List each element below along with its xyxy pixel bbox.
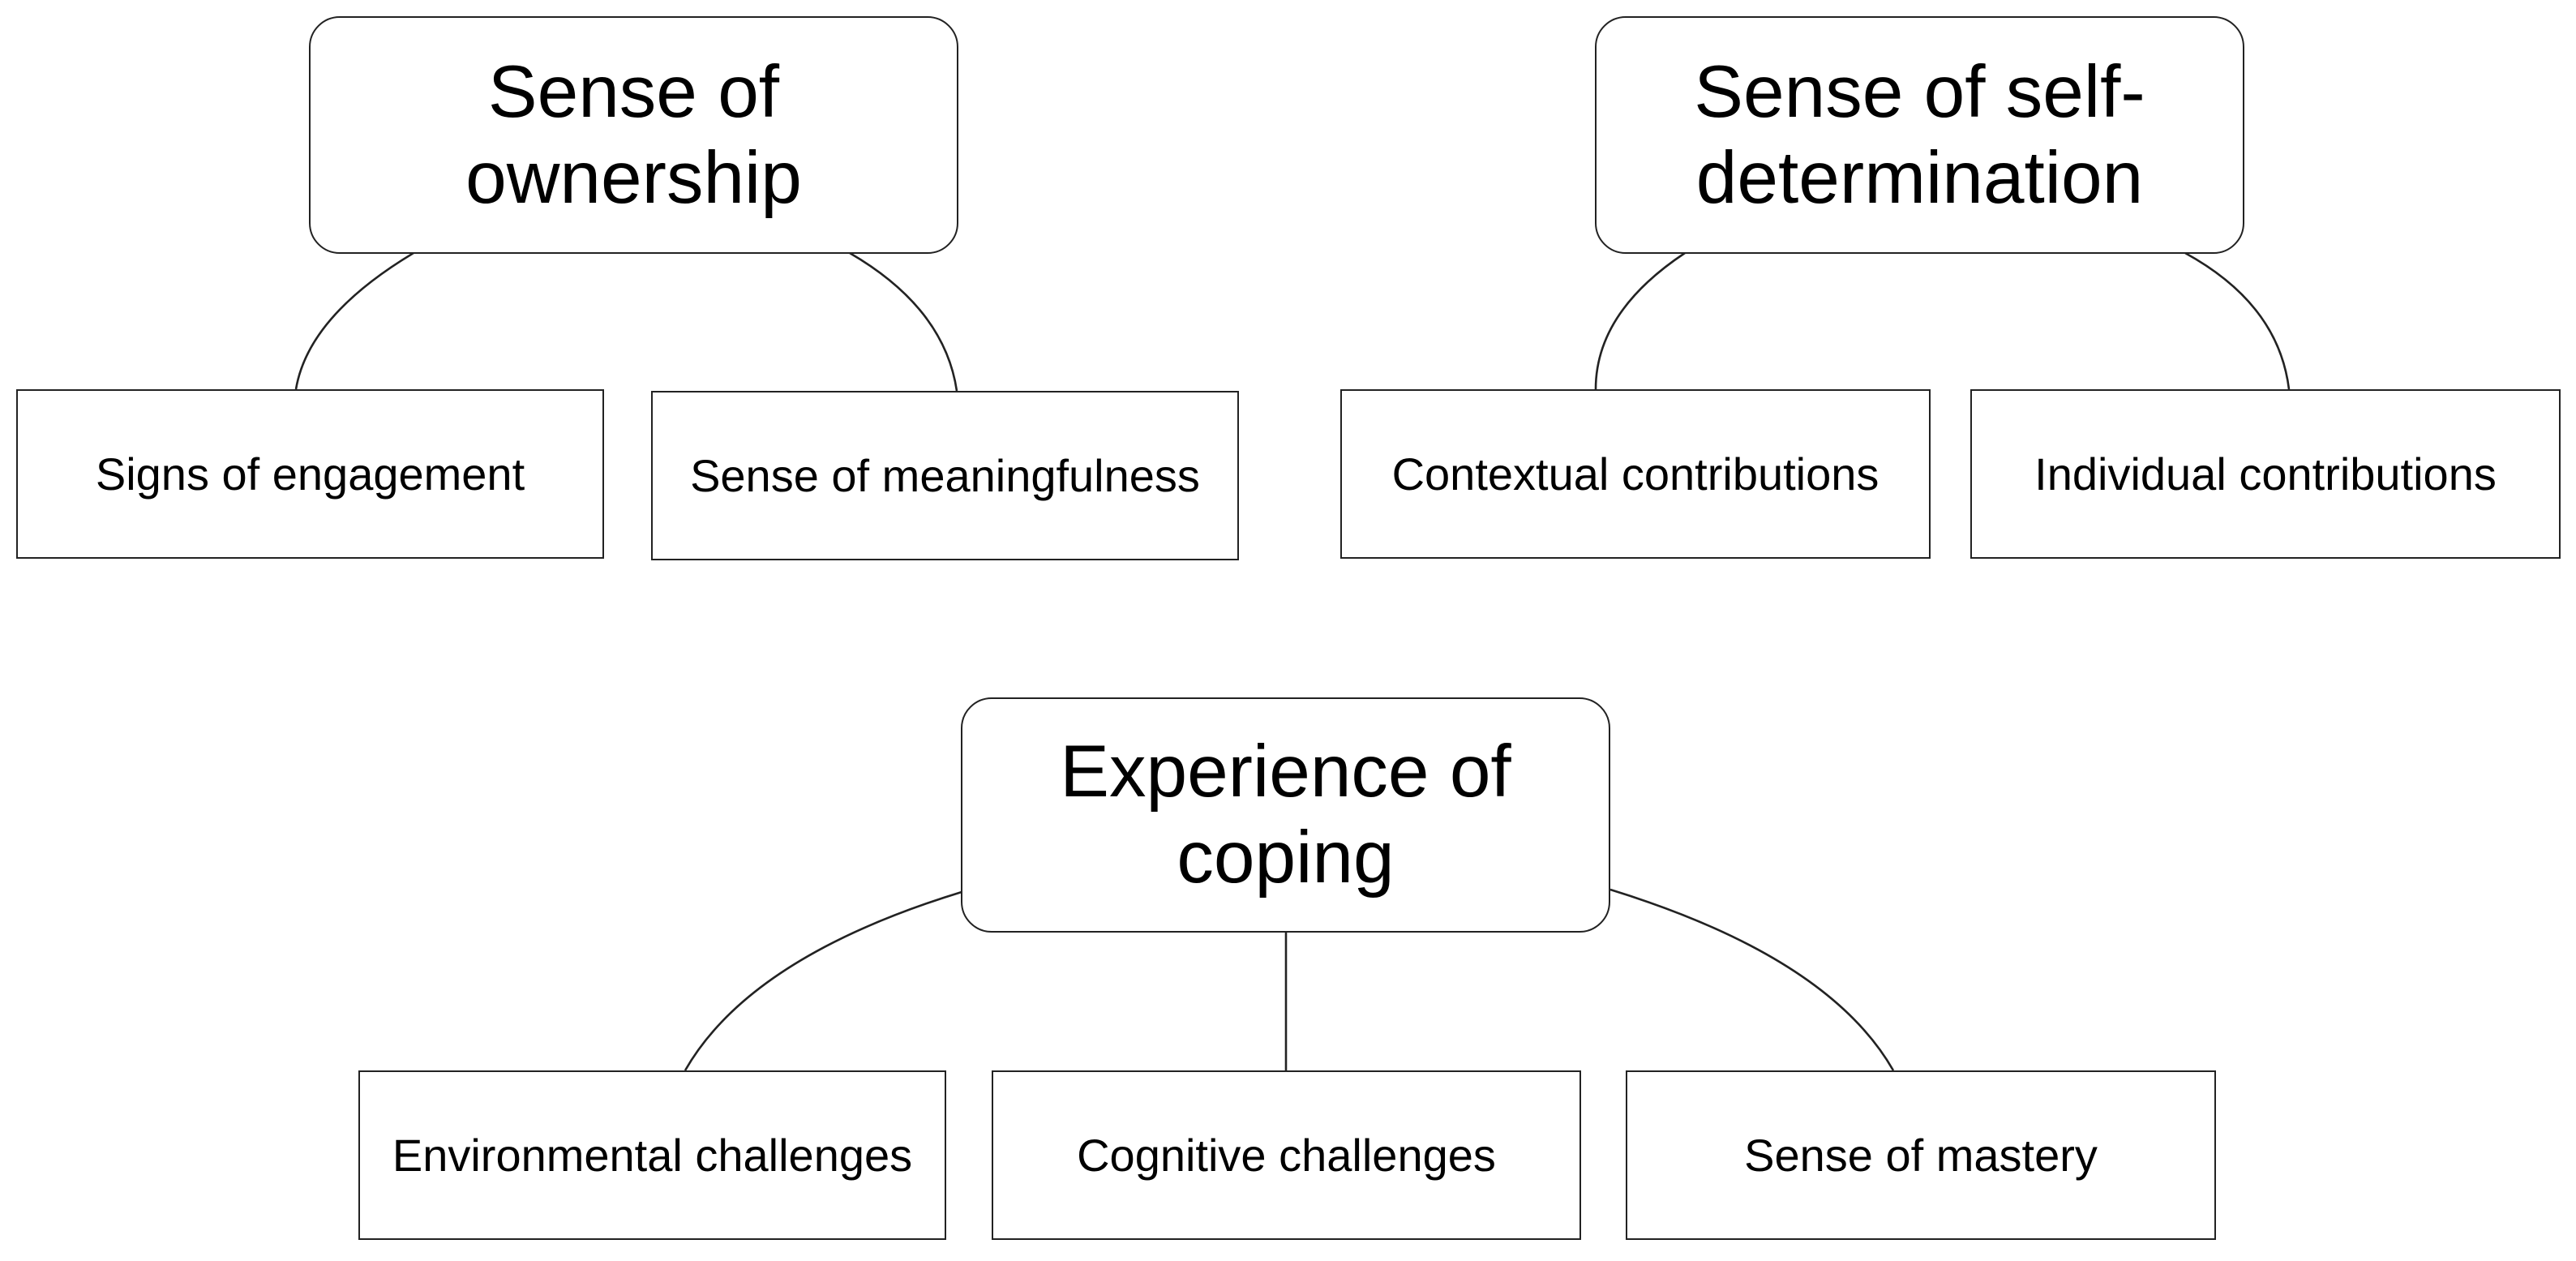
node-label-line: Sense of self-: [1694, 50, 2145, 133]
node-label: Environmental challenges: [392, 1129, 913, 1181]
connector-coping-mastery: [1609, 888, 1895, 1071]
node-cognitive-challenges: Cognitive challenges: [992, 1070, 1581, 1240]
connector-selfdet-individual: [2184, 251, 2291, 390]
node-label: Individual contributions: [2034, 448, 2497, 500]
node-sense-of-self-determination: Sense of self- determination: [1595, 16, 2244, 254]
node-label-line: Sense of: [487, 50, 780, 133]
node-individual-contributions: Individual contributions: [1970, 389, 2561, 559]
connector-coping-environmental: [684, 890, 962, 1071]
connector-ownership-engagement: [294, 251, 414, 390]
connector-selfdet-contextual: [1594, 251, 1686, 390]
node-environmental-challenges: Environmental challenges: [358, 1070, 946, 1240]
node-label: Sense of mastery: [1744, 1129, 2098, 1181]
node-sense-of-ownership: Sense of ownership: [309, 16, 958, 254]
node-signs-of-engagement: Signs of engagement: [16, 389, 604, 559]
connector-ownership-meaningfulness: [849, 251, 958, 392]
node-label-line: coping: [1177, 817, 1395, 899]
node-label-line: determination: [1695, 136, 2144, 219]
node-sense-of-mastery: Sense of mastery: [1626, 1070, 2216, 1240]
node-contextual-contributions: Contextual contributions: [1340, 389, 1931, 559]
node-sense-of-meaningfulness: Sense of meaningfulness: [651, 391, 1239, 560]
node-label-line: ownership: [465, 136, 802, 219]
node-label: Sense of meaningfulness: [690, 449, 1200, 501]
node-experience-of-coping: Experience of coping: [961, 697, 1610, 933]
node-label: Signs of engagement: [95, 448, 525, 500]
node-label: Contextual contributions: [1391, 448, 1879, 500]
node-label: Cognitive challenges: [1077, 1129, 1496, 1181]
node-label-line: Experience of: [1060, 731, 1511, 813]
